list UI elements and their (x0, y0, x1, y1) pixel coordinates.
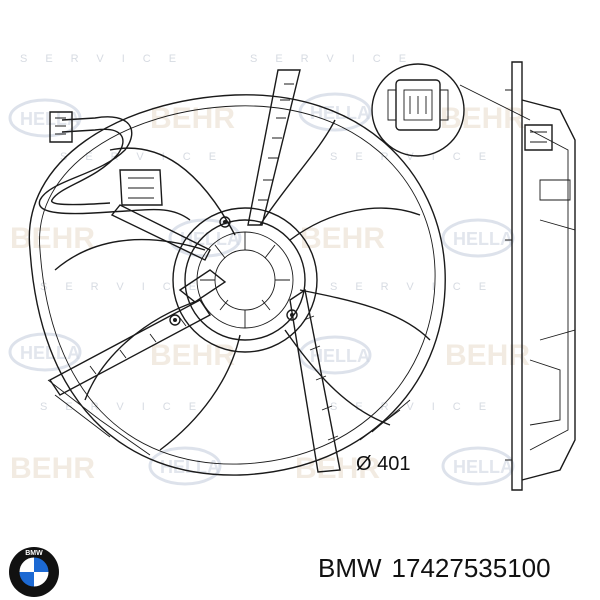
bmw-roundel-icon: BMW (9, 547, 59, 597)
mount-screw (169, 314, 181, 326)
watermark-service-text: SERVICE (330, 151, 504, 163)
watermark-hella-text: HELLA (453, 229, 513, 249)
watermark-beh-text: BEHR (10, 222, 95, 255)
part-number: 17427535100 (391, 553, 551, 583)
wiring-harness (38, 111, 191, 221)
watermark-beh-text: BEHR (300, 222, 385, 255)
watermark-hella-badge: HELLA (441, 218, 515, 258)
side-profile-view (505, 61, 576, 491)
mount-screw (219, 216, 231, 228)
watermark-service-text: SERVICE (20, 53, 194, 65)
watermark-beh-text: BEHR (440, 102, 525, 135)
connector-detail-callout (371, 63, 531, 157)
watermark-service-text: SERVICE (250, 53, 424, 65)
watermark-hella-text: HELLA (453, 457, 513, 477)
diameter-dimension-label: Ø 401 (356, 453, 410, 475)
watermark-service-text: SERVICE (330, 281, 504, 293)
part-caption: BMW 17427535100 (318, 553, 561, 584)
watermark-hella-text: HELLA (20, 343, 80, 363)
brand-name: BMW (318, 553, 382, 583)
watermark-service-text: SERVICE (330, 401, 504, 413)
motor-hub (169, 207, 318, 353)
support-struts (48, 69, 341, 473)
watermark-beh-text: BEHR (150, 339, 235, 372)
watermark-hella-badge: HELLA (8, 98, 82, 138)
fan-shroud (28, 94, 446, 476)
fan-blades (54, 119, 431, 451)
watermark-hella-text: HELLA (180, 229, 240, 249)
watermark-service-text: SERVICE (40, 281, 214, 293)
mount-screw (286, 309, 298, 321)
watermark-hella-badge: HELLA (441, 446, 515, 486)
bmw-logo-letters: BMW (25, 550, 43, 557)
watermark-hella-badge: HELLA (148, 446, 222, 486)
watermark-beh-text: BEHR (10, 452, 95, 485)
watermark-beh-text: BEHR (445, 339, 530, 372)
watermark-service-text: SERVICE (60, 151, 234, 163)
watermark-beh-text: BEHR (150, 102, 235, 135)
watermark-hella-badge: HELLA (298, 335, 372, 375)
watermark-layer: SERVICE SERVICE SERVICE SERVICE SERVICE … (8, 53, 530, 486)
watermark-hella-text: HELLA (310, 346, 370, 366)
watermark-hella-badge: HELLA (8, 332, 82, 372)
watermark-service-text: SERVICE (40, 401, 214, 413)
